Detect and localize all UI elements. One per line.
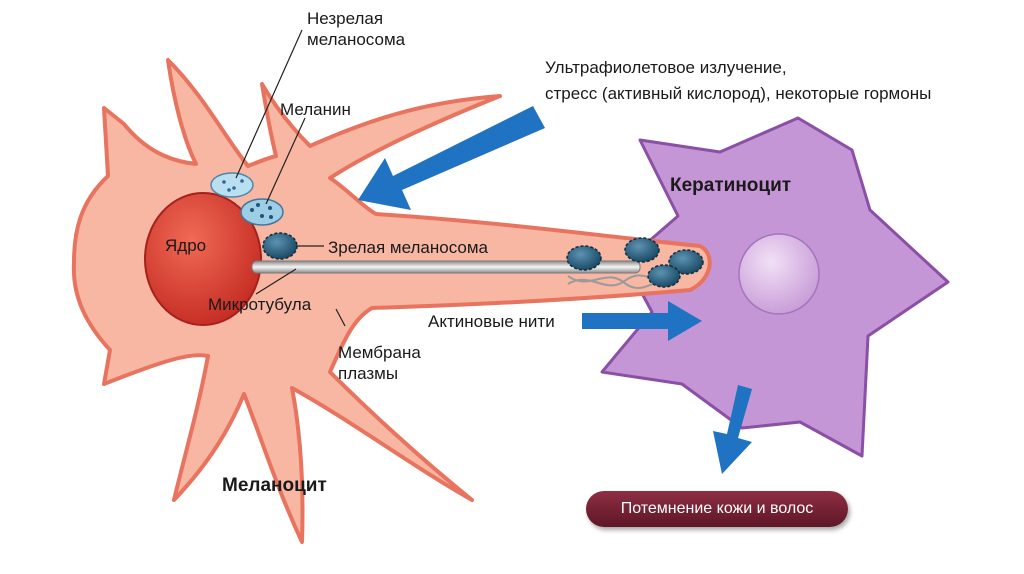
label-immature-melanosome: Незрелая меланосома [307,9,406,49]
label-nucleus: Ядро [165,236,207,255]
stimulus-arrow [358,106,545,210]
transfer-arrow [582,301,702,341]
label-actin-filaments: Актиновые нити [428,312,555,331]
label-keratinocyte: Кератиноцит [670,175,792,196]
label-plasma-membrane: Мембрана плазмы [338,343,421,383]
result-badge: Потемнение кожи и волос [586,491,848,527]
label-melanin: Меланин [280,100,351,119]
melanin-granule [240,198,284,226]
result-label: Потемнение кожи и волос [620,500,814,517]
label-stimuli: Ультрафиолетовое излучение, стресс (акти… [545,58,932,103]
leader-lines [235,29,346,327]
label-microtubule: Микротубула [208,295,312,314]
keratinocyte-nucleus [738,233,820,315]
microtubule [251,260,641,274]
immature-melanosome [210,172,254,198]
result-arrow [713,385,752,474]
transported-melanosomes [566,237,704,288]
mature-melanosome [262,232,298,260]
melanocyte-nucleus [144,192,262,326]
label-mature-melanosome: Зрелая меланосома [328,238,488,257]
label-melanocyte: Меланоцит [222,475,327,496]
